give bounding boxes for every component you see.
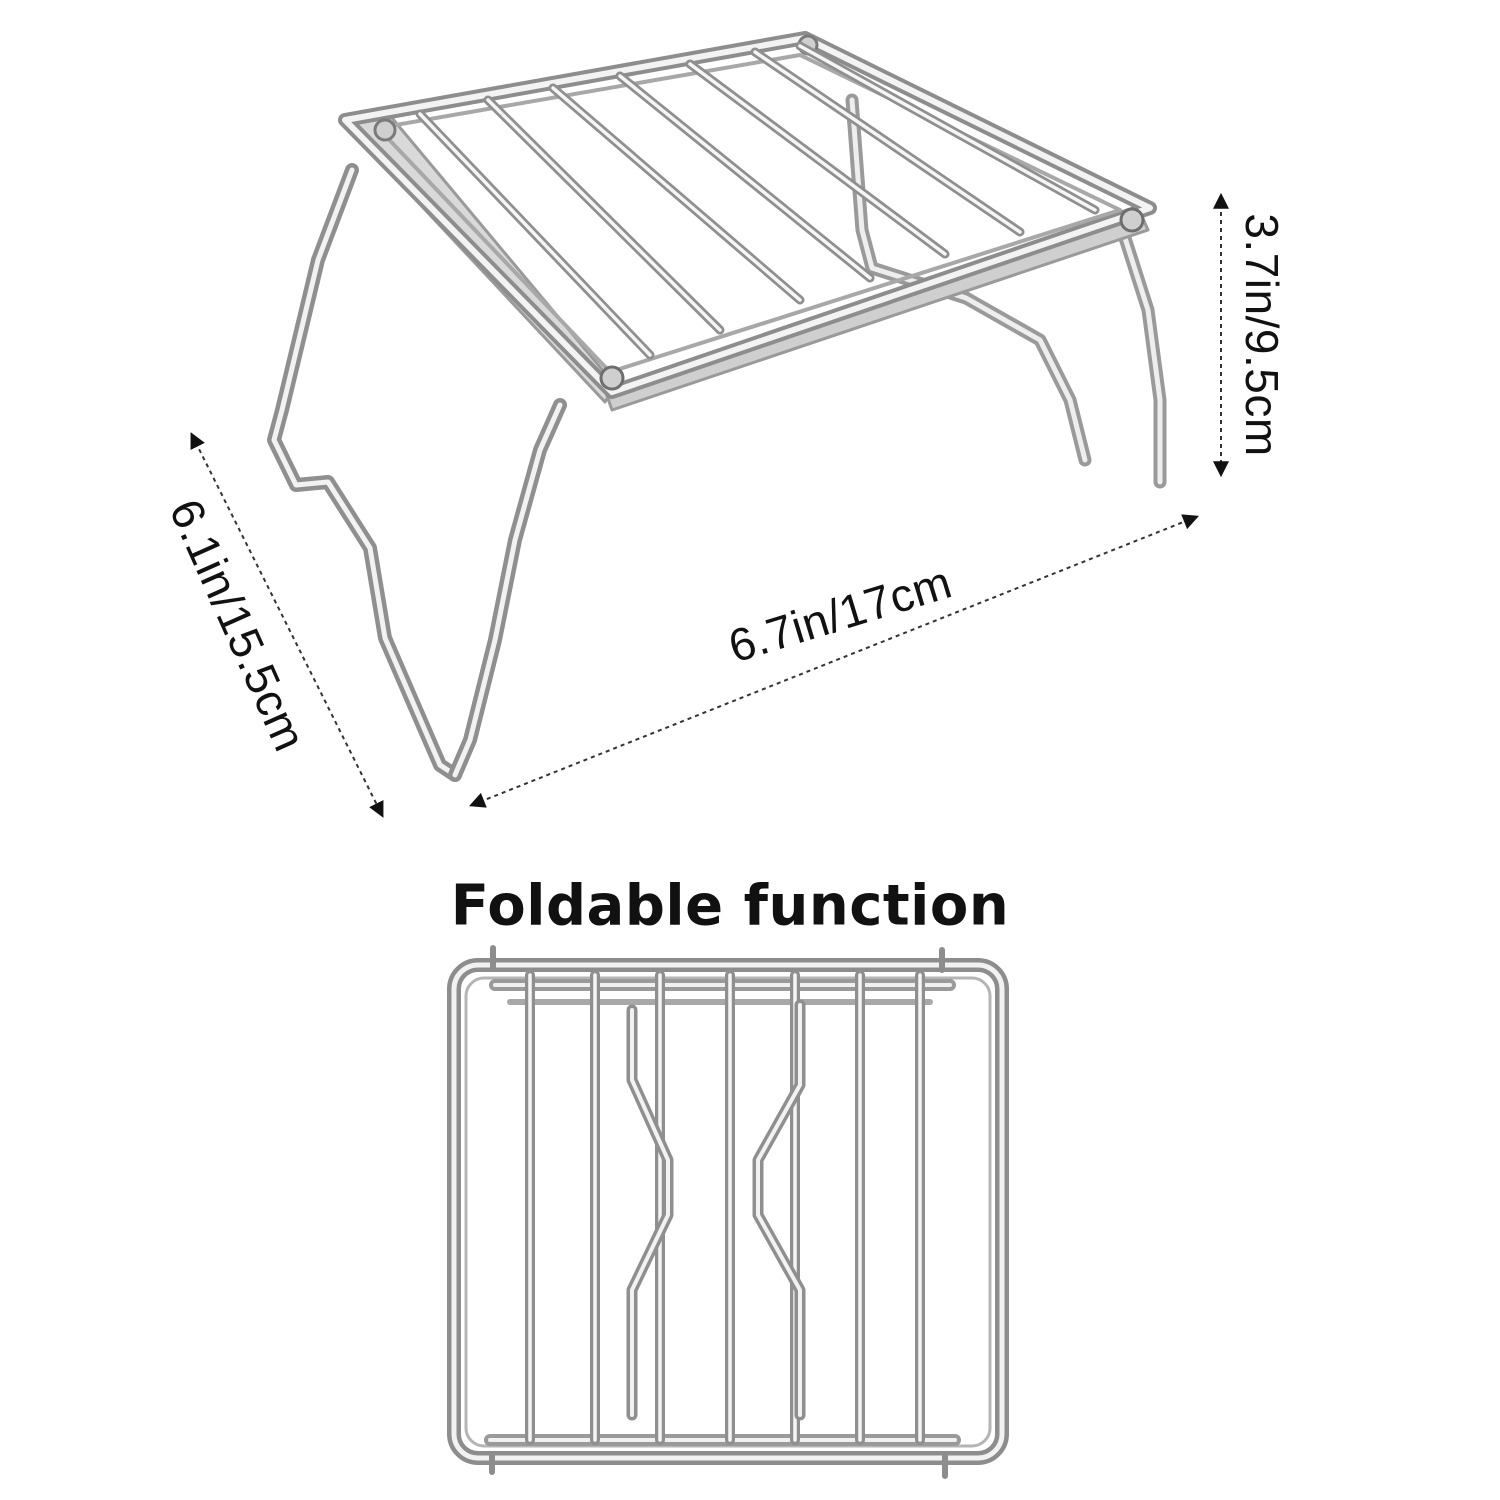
back-legs — [845, 93, 1167, 489]
grill-rods — [415, 41, 1100, 360]
width-dimension-line — [469, 514, 1199, 808]
front-legs — [267, 163, 567, 782]
folded-grill-stand — [447, 945, 1009, 1479]
folded-legs — [626, 999, 806, 1421]
top-frame — [338, 31, 1157, 412]
foldable-function-title: Foldable function — [450, 873, 1010, 939]
depth-dimension-line — [190, 432, 384, 818]
height-label: 3.7in/9.5cm — [1236, 213, 1288, 457]
dimension-lines — [190, 192, 1229, 818]
folded-rods — [525, 970, 925, 1445]
open-grill-stand — [267, 31, 1167, 782]
